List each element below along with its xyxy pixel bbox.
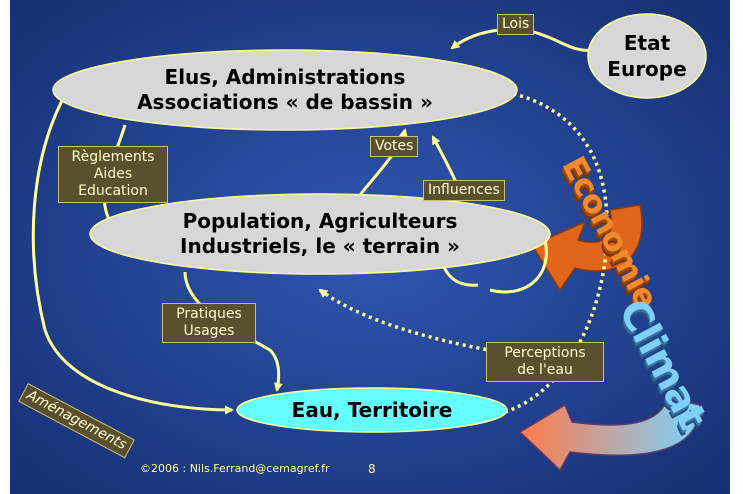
votes-text: Votes (375, 138, 414, 154)
perceptions-arrow-to-elus (504, 89, 609, 414)
pratiques-label: Pratiques Usages (162, 303, 256, 343)
eau-node: Eau, Territoire (250, 396, 494, 424)
eau-label: Eau, Territoire (291, 398, 453, 422)
population-node: Population, Agriculteurs Industriels, le… (120, 202, 520, 266)
reglements-line-1: Règlements (71, 149, 155, 165)
elus-line-2: Associations « de bassin » (137, 90, 433, 114)
footer-credit: ©2006 : Nils.Ferrand@cemagref.fr (140, 462, 330, 475)
votes-arrow (358, 128, 408, 196)
pratiques-line-1: Pratiques (176, 306, 242, 322)
elus-node: Elus, Administrations Associations « de … (83, 58, 487, 122)
page-number-text: 8 (368, 462, 376, 476)
lois-label: Lois (497, 14, 535, 35)
perceptions-line-2: de l'eau (517, 362, 573, 378)
etat-line-2: Europe (607, 57, 687, 81)
perceptions-line-1: Perceptions (504, 345, 586, 361)
influences-label: Influences (423, 180, 505, 201)
reglements-line-2: Aides (93, 166, 133, 182)
etat-line-1: Etat (623, 31, 671, 55)
footer-credit-text: ©2006 : Nils.Ferrand@cemagref.fr (140, 462, 330, 475)
population-node-shape (89, 193, 551, 275)
climat-curved-arrow (518, 397, 701, 472)
amenagements-arrow (31, 94, 234, 415)
lois-text: Lois (502, 16, 530, 32)
reglements-line-3: Education (78, 183, 148, 199)
reglements-label: Règlements Aides Education (58, 146, 168, 203)
etat-node: Etat Europe (600, 24, 694, 88)
elus-line-1: Elus, Administrations (164, 65, 406, 89)
pratiques-arrow (183, 271, 283, 392)
etat-node-shape (587, 13, 707, 99)
eau-node-shape (236, 387, 508, 433)
economie-curved-arrow (530, 204, 643, 292)
influences-text: Influences (428, 182, 500, 198)
pratiques-line-2: Usages (183, 323, 235, 339)
votes-label: Votes (370, 136, 419, 157)
perceptions-label: Perceptions de l'eau (486, 342, 604, 382)
population-line-2: Industriels, le « terrain » (180, 234, 460, 258)
elus-node-shape (52, 49, 518, 131)
page-number: 8 (368, 462, 376, 476)
population-line-1: Population, Agriculteurs (182, 209, 458, 233)
